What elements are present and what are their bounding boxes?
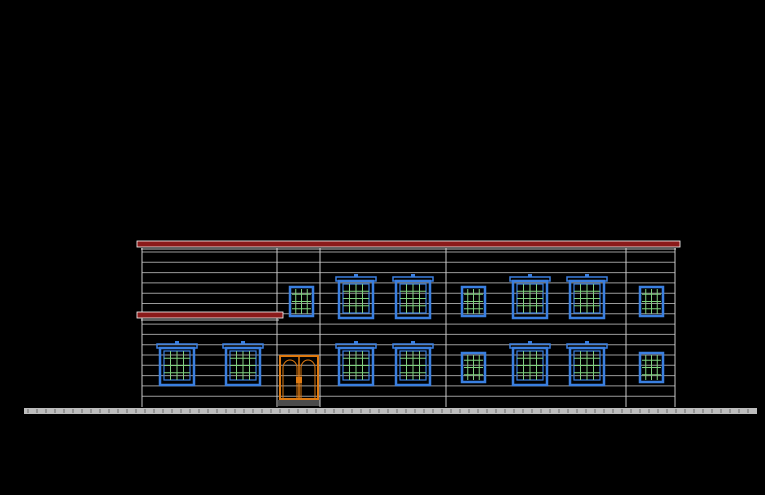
window-frame	[288, 285, 315, 318]
window-frame	[638, 285, 665, 318]
window-keystone	[411, 341, 415, 344]
window-frame	[224, 346, 262, 387]
window-keystone	[354, 341, 358, 344]
ground-band	[24, 408, 757, 414]
window-keystone	[354, 274, 358, 277]
wall-siding-lines	[142, 251, 675, 397]
window-frame	[568, 346, 606, 387]
window-keystone	[585, 341, 589, 344]
window-keystone	[411, 274, 415, 277]
window-frame	[394, 279, 432, 320]
cornice-band	[136, 240, 681, 248]
window-frame	[568, 279, 606, 320]
cornice-band	[136, 311, 284, 319]
window-frame	[337, 279, 375, 320]
window-frame	[394, 346, 432, 387]
entrance-door	[278, 355, 320, 406]
window-keystone	[528, 341, 532, 344]
door-arch-right	[300, 359, 316, 398]
window-frame	[638, 351, 665, 384]
door-arch-left	[282, 359, 298, 398]
window-frame	[460, 285, 487, 318]
window-frame	[511, 346, 549, 387]
window-frame	[511, 279, 549, 320]
window-frame	[460, 351, 487, 384]
window-frame	[337, 346, 375, 387]
door-handle	[296, 377, 302, 383]
window-keystone	[175, 341, 179, 344]
windows	[156, 274, 665, 387]
window-keystone	[241, 341, 245, 344]
cornices	[136, 240, 681, 321]
ground-line	[24, 408, 757, 414]
window-keystone	[528, 274, 532, 277]
window-frame	[158, 346, 196, 387]
wall-outline	[141, 248, 676, 407]
window-keystone	[585, 274, 589, 277]
